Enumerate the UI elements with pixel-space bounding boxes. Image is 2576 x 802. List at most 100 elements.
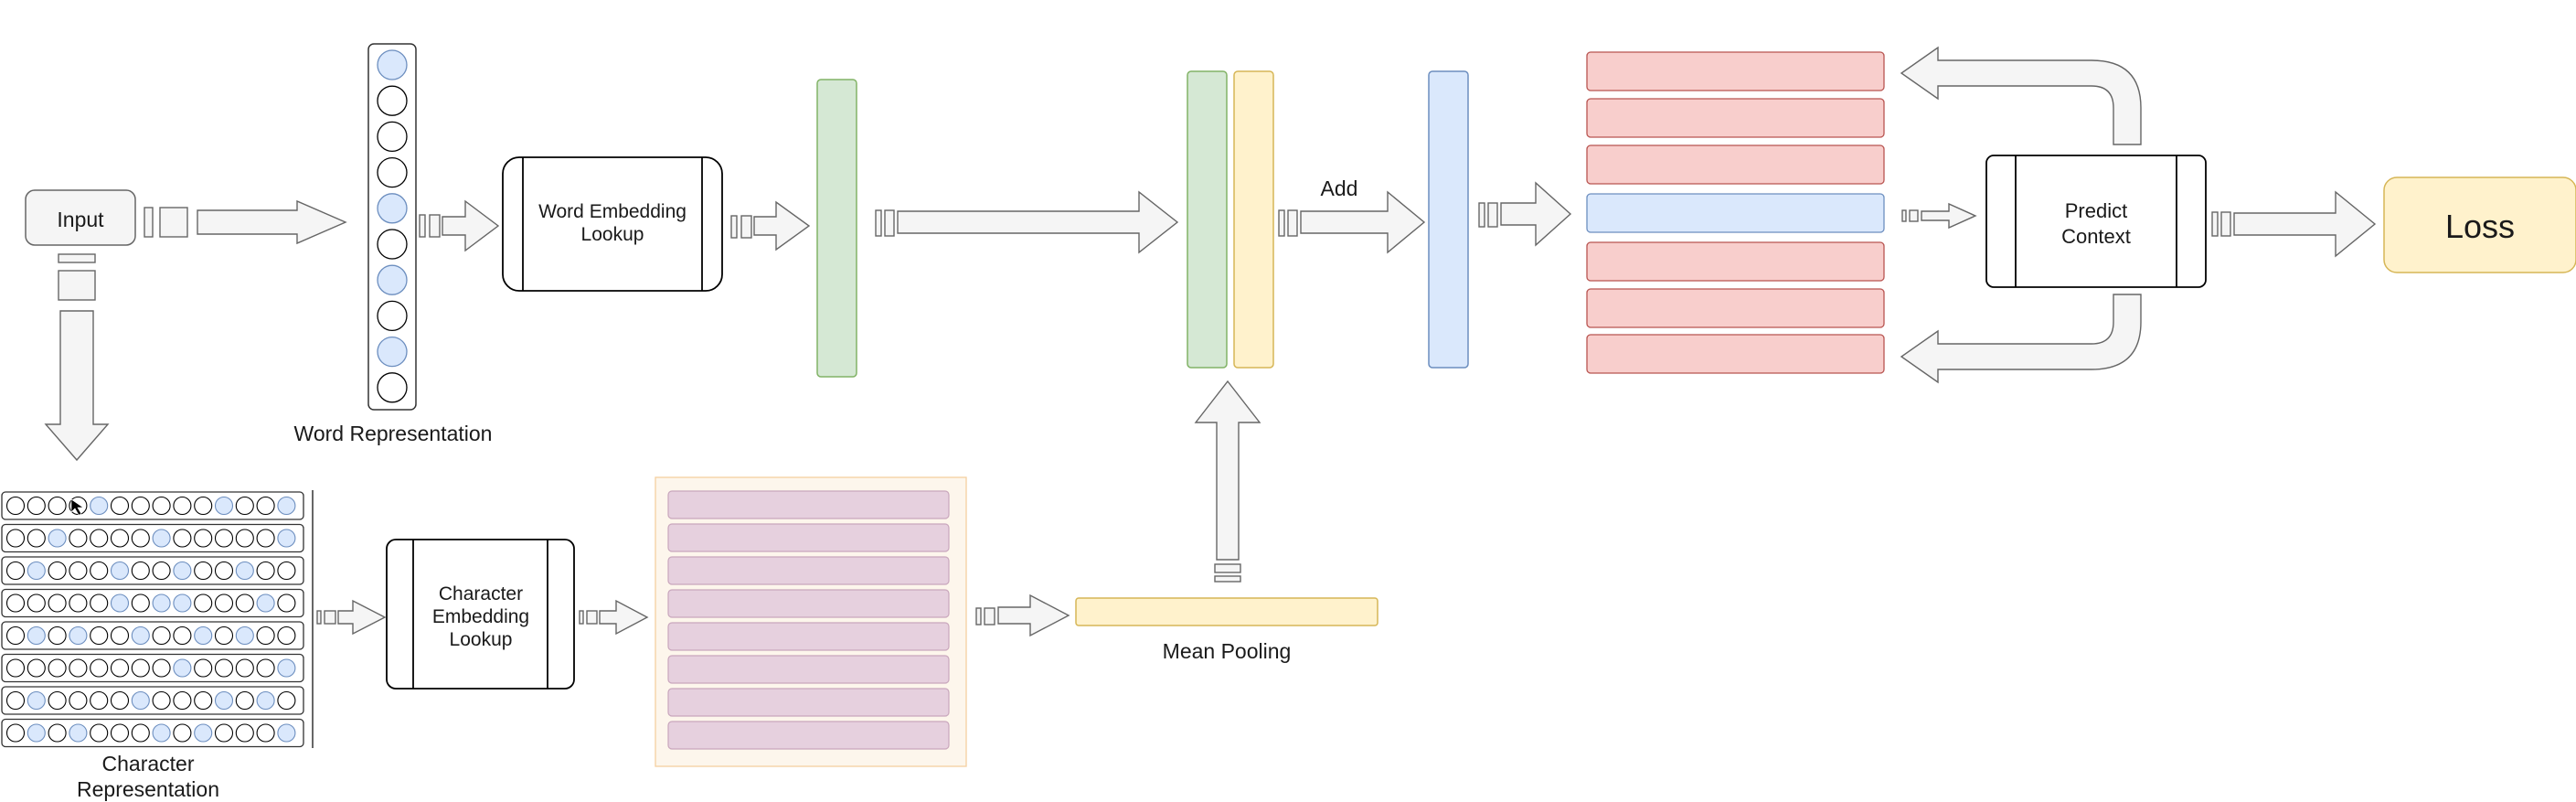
active-cell [173,593,192,613]
arrow-right [316,599,387,636]
character-embedding-row [667,589,950,618]
inactive-cell [214,593,234,613]
arrow-up [1194,380,1261,583]
active-cell [277,496,296,516]
inactive-cell [69,529,88,548]
context-vector [1586,98,1885,138]
active-cell [277,723,296,743]
active-cell [235,626,254,646]
inactive-cell [152,496,171,516]
character-embedding-lookup-label: Embedding [432,606,529,627]
character-embedding-row [667,655,950,684]
active-cell [235,561,254,581]
concat-word-vector [1187,70,1228,369]
inactive-cell [256,626,275,646]
predict-context-label: Predict [2065,199,2127,222]
active-cell [152,529,171,548]
mean-pooled-vector [1075,597,1378,626]
inactive-cell [69,593,88,613]
character-embedding-row [667,556,950,585]
active-cell [110,561,130,581]
character-embedding-row [667,622,950,651]
predict-context-label: Context [2061,225,2131,248]
inactive-cell [90,723,109,743]
inactive-cell [173,626,192,646]
inactive-cell [377,372,408,403]
inactive-cell [277,690,296,711]
arrow-bent-down-left [1900,294,2142,384]
word-representation-label: Word Representation [294,422,493,445]
inactive-cell [27,593,46,613]
inactive-cell [173,496,192,516]
character-embeddings [655,476,967,767]
word-embedding-lookup: Word Embedding Lookup [502,156,723,292]
inactive-cell [5,496,26,516]
inactive-cell [256,561,275,581]
character-embedding-row [667,490,950,519]
arrow-right [1478,181,1572,247]
arrows [44,46,2377,637]
inactive-cell [194,690,213,711]
summed-vector [1428,70,1469,369]
inactive-cell [194,496,213,516]
arrow-right [2211,190,2377,258]
active-cell [277,529,296,548]
input-box [25,189,136,246]
inactive-cell [131,529,150,548]
inactive-cell [131,496,150,516]
arrow-right [875,190,1179,254]
inactive-cell [69,561,88,581]
active-cell [194,723,213,743]
inactive-cell [48,690,67,711]
character-representation-rows [1,491,304,748]
loss-label: Loss [2445,208,2515,245]
inactive-cell [90,593,109,613]
inactive-cell [5,690,26,711]
inactive-cell [48,593,67,613]
arrow-bent-up-left [1900,46,2142,145]
word-representation: Word Representation [294,43,493,445]
inactive-cell [110,529,130,548]
character-embedding-lookup-label: Lookup [450,629,513,650]
context-vector [1586,51,1885,91]
inactive-cell [5,561,26,581]
character-representation-label: Representation [77,777,219,801]
inactive-cell [194,529,213,548]
word-embedding-lookup-box [502,156,723,292]
inactive-cell [5,529,26,548]
inactive-cell [48,626,67,646]
character-embedding-lookup: Character Embedding Lookup [386,539,575,690]
inactive-cell [194,561,213,581]
inactive-cell [256,723,275,743]
inactive-cell [235,723,254,743]
inactive-cell [110,496,130,516]
inactive-cell [90,529,109,548]
inactive-cell [377,229,408,260]
character-embedding-row [667,721,950,750]
context-vector [1586,241,1885,282]
loss-node: Loss [2383,176,2576,273]
character-embedding-lookup-label: Character [439,583,523,604]
inactive-cell [5,723,26,743]
inactive-cell [214,529,234,548]
active-cell [377,264,408,295]
inactive-cell [277,626,296,646]
input-node: Input [25,189,136,246]
inactive-cell [27,529,46,548]
inactive-cell [110,626,130,646]
inactive-cell [90,561,109,581]
arrow-right [144,199,347,245]
inactive-cell [48,658,67,678]
active-cell [377,193,408,224]
inactive-cell [173,723,192,743]
active-cell [214,690,234,711]
add-label: Add [1321,176,1358,200]
inactive-cell [131,723,150,743]
active-cell [131,626,150,646]
cursor-icon [70,498,84,516]
arrow-right [730,200,811,251]
word-embedding-lookup-label: Word Embedding [538,201,687,222]
active-cell [194,626,213,646]
word-embedding-lookup-label: Lookup [581,224,644,245]
inactive-cell [173,529,192,548]
